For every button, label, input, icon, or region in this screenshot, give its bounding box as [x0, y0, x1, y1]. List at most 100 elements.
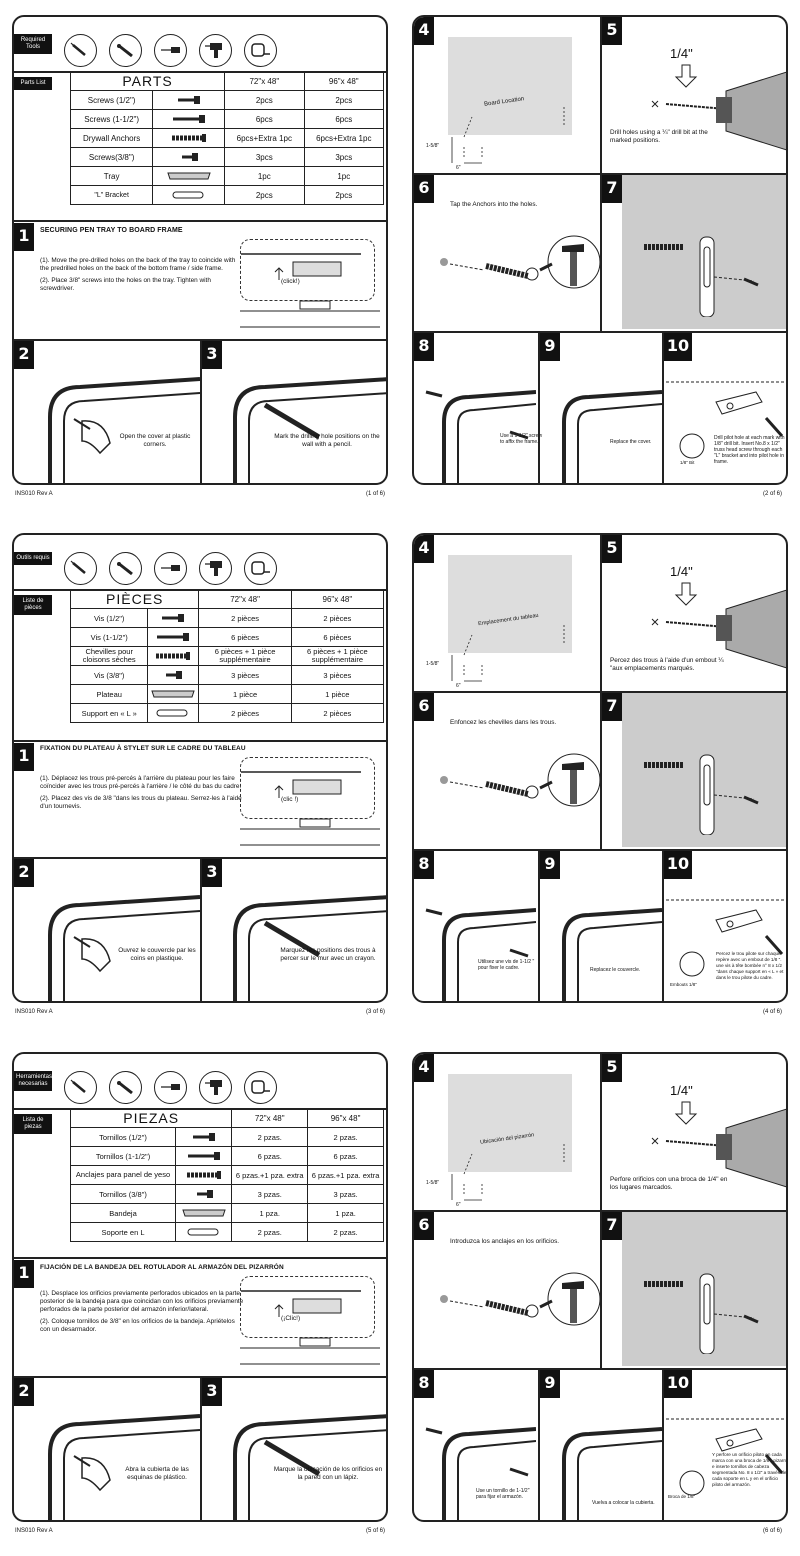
step-number: 1: [14, 223, 34, 251]
divider: [600, 693, 602, 849]
qty: 2 pièces: [198, 608, 292, 628]
parts-table: PARTS 72"x 48" 96"x 48" Screws (1/2")2pc…: [69, 71, 385, 205]
step-number: 8: [414, 851, 434, 879]
qty: 6pcs: [303, 109, 385, 129]
step-number: 6: [414, 1212, 434, 1240]
page-number: (5 of 6): [365, 1528, 385, 1534]
click-label: (¡Clic!): [281, 1315, 301, 1322]
screw-short-icon: [152, 90, 226, 110]
part-name: Soporte en L: [69, 1222, 177, 1242]
click-label: (click!): [281, 278, 300, 285]
bit-size-label: 1/4": [670, 564, 693, 579]
divider: [414, 691, 786, 693]
detail-callout: (clic !): [240, 757, 375, 819]
bit-label: Broca de 1/8": [668, 1494, 696, 1499]
click-label: (clic !): [281, 796, 299, 803]
part-name: Chevilles pour cloisons sèches: [69, 646, 149, 666]
tray-icon: [152, 166, 226, 186]
frame-screw-diagram: [425, 1427, 536, 1520]
page-frame: 4 Ubicación del pizarrón 1-5/8" 6" 5 1/4…: [412, 1052, 788, 1522]
measure-diagram: [451, 107, 565, 164]
screwdriver-flat-icon: [64, 552, 97, 585]
step10-caption: Y perfore un orificio piloto en cada mar…: [712, 1452, 788, 1487]
qty: 6pcs+Extra 1pc: [303, 128, 385, 148]
corner-pencil-diagram: [233, 895, 386, 1001]
page-number: (2 of 6): [762, 491, 782, 497]
parts-title: PIÈCES: [69, 589, 200, 609]
size-header: 96"x 48": [303, 71, 385, 91]
divider: [414, 173, 786, 175]
pencil-icon: [109, 1071, 142, 1104]
parts-label: Lista de piezas: [14, 1114, 52, 1134]
divider: [662, 851, 664, 1001]
step1-para: (1). Déplacez les trous pré-percés à l'a…: [40, 775, 242, 790]
qty: 3 pièces: [290, 665, 385, 685]
bracket-anchor-diagram: [644, 1273, 759, 1354]
tray-diagram: [240, 300, 380, 328]
board-area: [448, 37, 572, 135]
parts-label: Parts List: [14, 77, 52, 90]
step1-text: (1). Move the pre-drilled holes on the b…: [40, 257, 245, 297]
qty: 1 pièce: [290, 684, 385, 704]
qty: 2pcs: [224, 90, 305, 110]
step1-title: FIJACIÓN DE LA BANDEJA DEL ROTULADOR AL …: [40, 1264, 284, 1271]
screw-short-icon: [147, 608, 200, 628]
part-name: Bandeja: [69, 1203, 177, 1223]
screw-long-icon: [175, 1146, 233, 1166]
step1-title: FIXATION DU PLATEAU À STYLET SUR LE CADR…: [40, 745, 246, 752]
bit-size-label: 1/4": [670, 1083, 693, 1098]
measure-diagram: [451, 1144, 565, 1201]
qty: 2 pzas.: [307, 1222, 384, 1242]
tools-label: Herramientas necesarias: [14, 1071, 52, 1091]
divider: [14, 1376, 386, 1378]
part-name: Drywall Anchors: [69, 128, 154, 148]
l-bracket-icon: [152, 185, 226, 205]
drill-diagram: [651, 1101, 786, 1188]
cover-diagram: [562, 908, 662, 1001]
screw-long-icon: [152, 109, 226, 129]
qty: 2 pièces: [198, 703, 292, 723]
tray-diagram: [240, 1337, 380, 1365]
step9-caption: Replace the cover.: [610, 439, 652, 445]
qty: 2pcs: [303, 90, 385, 110]
part-name: Tray: [69, 166, 154, 186]
qty: 6pcs: [224, 109, 305, 129]
parts-table: PIEZAS 72"x 48" 96"x 48" Tornillos (1/2"…: [69, 1108, 384, 1242]
step-number: 10: [664, 333, 692, 361]
step3-caption: Mark the drilling hole positions on the …: [274, 433, 380, 448]
part-name: Screws (1-1/2"): [69, 109, 154, 129]
divider: [662, 333, 664, 483]
corner-pencil-diagram: [233, 377, 386, 483]
measure-label: 6": [456, 165, 461, 171]
l-bracket-icon: [147, 703, 200, 723]
parts-title: PIEZAS: [69, 1108, 233, 1128]
step1-para: (1). Desplace los orificios previamente …: [40, 1290, 244, 1313]
qty: 2 pièces: [290, 608, 385, 628]
step-number: 5: [602, 17, 622, 45]
page-4-fr: 4 Emplacement du tableau 1-5/8" 6" 5 1/4…: [400, 518, 800, 1036]
frame-screw-diagram: [425, 390, 536, 483]
tools-label: Required Tools: [14, 34, 52, 54]
measure-label: 6": [456, 683, 461, 689]
page-frame: 4 Board Location 1-5/8" 6" 5 1/4" Drill …: [412, 15, 788, 485]
divider: [538, 851, 540, 1001]
step-number: 4: [414, 1054, 434, 1082]
tray-diagram: [240, 818, 380, 846]
size-header: 96"x 48": [290, 589, 385, 609]
step-number: 9: [540, 1370, 560, 1398]
part-name: Tornillos (3/8"): [69, 1184, 177, 1204]
tools-row: [64, 34, 277, 67]
step-number: 5: [602, 535, 622, 563]
measure-label: 6": [456, 1202, 461, 1208]
l-bracket-diagram: [666, 381, 786, 459]
size-header: 72"x 48": [198, 589, 292, 609]
part-name: Vis (1-1/2"): [69, 627, 149, 647]
bracket-anchor-diagram: [644, 236, 759, 317]
divider: [600, 175, 602, 331]
bracket-anchor-diagram: [644, 754, 759, 835]
hammer-anchor-diagram: [440, 235, 600, 289]
corner-diagram: [48, 1414, 200, 1520]
